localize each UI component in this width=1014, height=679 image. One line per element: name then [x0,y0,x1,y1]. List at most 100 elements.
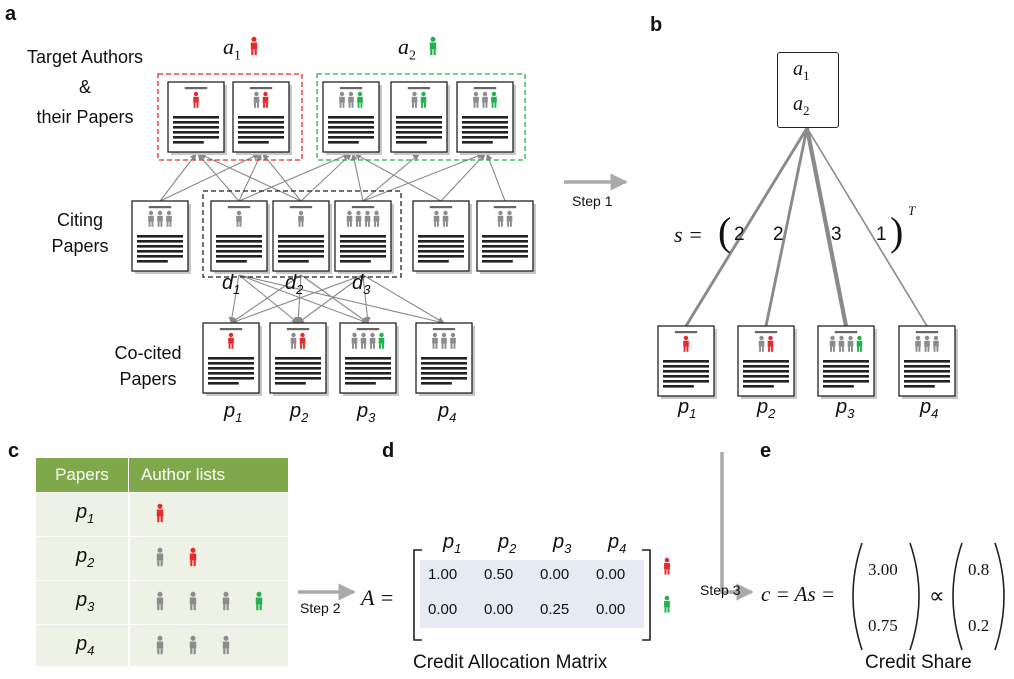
person-leg-icon [236,221,239,227]
paper-text-line [340,240,386,243]
person-body-icon [491,96,497,103]
person-leg-icon [364,343,366,349]
person-body-icon [758,340,765,347]
b-p2-label: p2 [757,396,776,421]
person-body-icon [683,340,689,347]
person-body-icon [473,96,479,103]
person-leg-icon [223,648,226,655]
citation-arrow [238,274,299,324]
paper-text-line [421,372,467,375]
person-leg-icon [166,221,169,227]
paper-text-line [238,126,284,129]
citation-arrow [486,153,506,202]
person-leg-icon [151,221,154,227]
paper-text-line [137,235,183,238]
credit-left-paren [852,542,863,651]
citation-arrow [262,153,302,202]
a-p1-label: p1 [224,400,243,425]
paper-text-line [823,380,869,383]
paper-text-line [328,136,374,139]
paper-text-line [340,255,386,258]
person-body-icon [838,340,845,347]
person-body-icon [442,215,449,222]
person-head-icon [193,91,199,97]
person-head-icon [190,547,196,553]
paper-text-line [137,255,183,258]
person-leg-icon [350,221,352,227]
person-leg-icon [377,221,379,227]
paper-text-line [421,362,467,365]
target-authors-label: Target Authors & their Papers [10,42,160,132]
person-leg-icon [686,346,689,352]
weighted-edge [764,127,809,327]
person-head-icon [157,547,163,553]
matrix-right-bracket [642,549,651,641]
person-body-icon [429,42,437,50]
person-leg-icon [301,221,304,227]
person-leg-icon [482,102,485,108]
diagram-overlay [157,36,1005,651]
paper-text-line [173,131,219,134]
person-leg-icon [664,569,667,575]
target-paper-icon [456,81,516,155]
person-leg-icon [303,343,305,349]
paper-text-line [462,116,508,119]
paper-text-line [208,372,254,375]
person-leg-icon [357,102,360,108]
s-vector-lhs: s = [674,222,703,247]
paper-text-line [345,362,391,365]
person-head-icon [683,335,689,341]
paper-text-line [340,250,386,253]
citation-arrow [238,274,445,325]
matrix-lhs: A = [361,585,395,610]
person-head-icon [370,332,375,338]
person-leg-icon [226,648,229,655]
cocited-paper-icon [415,322,475,396]
person-body-icon [829,340,836,347]
paper-text-line [663,380,709,383]
d3-label: d3 [352,272,371,297]
paper-title-bar [915,331,939,334]
target-paper-icon [390,81,450,155]
b-p4-label: p4 [920,396,939,421]
person-head-icon [507,210,512,216]
person-body-icon [364,215,371,222]
cocitation-docs-box [202,190,402,278]
citation-arrow [238,274,369,325]
paper-text-line [823,360,869,363]
author-icons [156,503,164,523]
person-head-icon [223,635,229,641]
paper-text-line [345,372,391,375]
row-paper-label: p4 [76,633,94,658]
paper-text-line [418,260,449,263]
row-paper-sub: 2 [87,555,95,570]
paper-text-line [216,235,262,238]
person-body-icon [189,553,197,561]
person-leg-icon [223,604,226,611]
share-value-1: 0.8 [968,560,990,579]
paper-text-line [173,126,219,129]
person-body-icon [156,597,164,605]
paper-text-line [462,121,508,124]
person-leg-icon [190,560,193,567]
row-paper-sub: 1 [87,511,95,526]
person-leg-icon [424,102,426,108]
step3-arrow [720,452,754,601]
paper-title-bar [407,87,431,90]
a-p4-label: p4 [438,400,457,425]
person-body-icon [228,337,234,344]
paper-text-line [663,385,694,388]
citation-arrow [351,153,364,202]
person-leg-icon [254,102,256,108]
row-paper-label: p3 [76,589,94,614]
person-leg-icon [918,346,921,352]
person-leg-icon [768,346,770,352]
person-leg-icon [226,604,229,611]
person-leg-icon [432,343,435,349]
person-head-icon [498,210,503,216]
citing-label-line-1: Citing [56,210,104,230]
person-leg-icon [360,102,363,108]
citation-arrow [159,153,197,202]
person-leg-icon [437,221,439,227]
b-cocited-paper-icon [898,325,958,399]
